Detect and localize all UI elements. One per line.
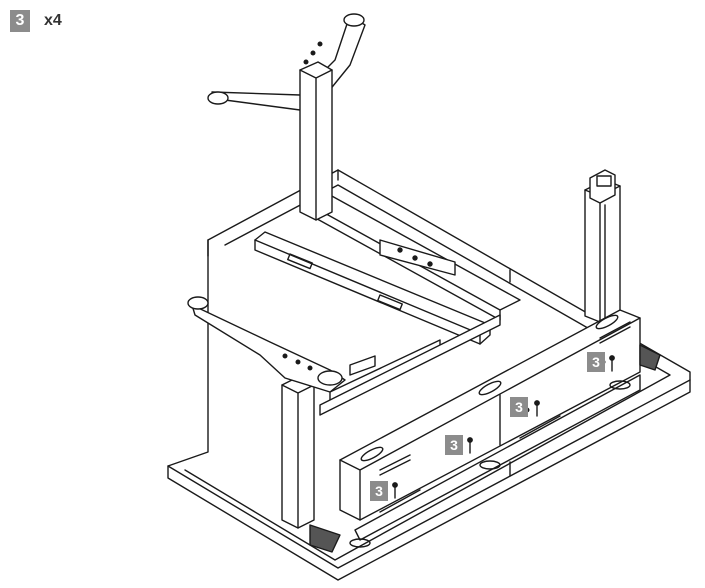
rear-foot <box>207 13 366 111</box>
part-number-badge: 3 <box>10 10 30 32</box>
part-quantity-label: x4 <box>44 12 62 29</box>
front-foot <box>187 296 346 393</box>
corner-brackets <box>309 344 661 553</box>
rear-leg-column <box>299 61 333 221</box>
screw-callout-badge: 3 <box>510 397 528 417</box>
left-leg-column <box>281 376 315 529</box>
screw-callout-badge: 3 <box>587 352 605 372</box>
screw-callout-badge: 3 <box>370 481 388 501</box>
front-beam <box>339 309 641 541</box>
side-rail-right <box>319 314 501 416</box>
screw-callout-badge: 3 <box>445 435 463 455</box>
right-leg-column <box>584 169 621 323</box>
